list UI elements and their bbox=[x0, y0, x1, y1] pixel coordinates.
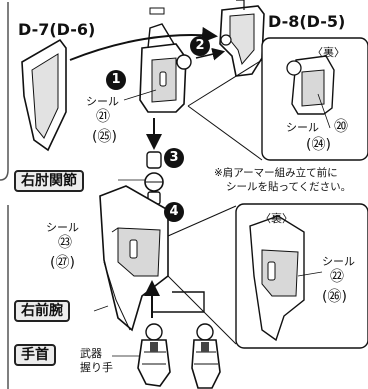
seal-word: シール bbox=[46, 221, 79, 234]
back-view-label: 〈裏〉 bbox=[260, 212, 293, 225]
d7-part bbox=[21, 38, 67, 152]
seal-alt-number: (㉗) bbox=[50, 255, 75, 271]
seal-word: シール bbox=[286, 121, 319, 134]
seal-alt-number: (㉔) bbox=[306, 137, 331, 153]
step-2-marker: 2 bbox=[190, 36, 210, 56]
hand-label-line-1: 武器 bbox=[80, 347, 102, 360]
seal-number: ⑳ bbox=[334, 119, 348, 135]
note-line-1: ※肩アーマー組み立て前に bbox=[214, 167, 338, 179]
elbow-joint-tag: 右肘関節 bbox=[14, 170, 84, 192]
weapon-grip-hand-right bbox=[191, 323, 221, 389]
seal-word: シール bbox=[86, 95, 119, 108]
forearm-tag: 右前腕 bbox=[14, 300, 70, 322]
note-line-2: シールを貼ってください。 bbox=[226, 181, 352, 193]
frame-edge bbox=[0, 2, 9, 181]
part-label-d8: D-8(D-5) bbox=[268, 12, 346, 31]
arrow-step2 bbox=[195, 47, 226, 61]
step-3-marker: 3 bbox=[164, 148, 184, 168]
inset-shoulder-back bbox=[187, 37, 368, 161]
seal-alt-number: (㉖) bbox=[322, 289, 347, 305]
seal-leader-line bbox=[123, 89, 157, 101]
weapon-grip-hand-left bbox=[137, 323, 171, 387]
seal-number: ㉓ bbox=[58, 235, 72, 251]
seal-word: シール bbox=[322, 255, 355, 268]
step-4-marker: 4 bbox=[164, 202, 184, 222]
forearm-part bbox=[99, 185, 169, 332]
connector-line bbox=[172, 291, 205, 312]
part-label-d7: D-7(D-6) bbox=[18, 20, 96, 39]
seal-number: ㉑ bbox=[96, 109, 110, 125]
seal-number: ㉒ bbox=[330, 269, 344, 285]
elbow-joint bbox=[144, 151, 164, 205]
step-1-marker: 1 bbox=[106, 70, 126, 90]
seal-alt-number: (㉕) bbox=[92, 129, 117, 145]
hand-label-line-2: 握り手 bbox=[80, 361, 113, 374]
tag-leader-line bbox=[93, 305, 109, 312]
wrist-tag: 手首 bbox=[14, 344, 56, 366]
inset-forearm-back bbox=[167, 203, 368, 349]
arrow-d7-to-d8 bbox=[69, 26, 218, 61]
shoulder-armor bbox=[139, 7, 192, 113]
back-view-label: 〈裏〉 bbox=[312, 46, 345, 59]
d8-part bbox=[219, 0, 265, 77]
